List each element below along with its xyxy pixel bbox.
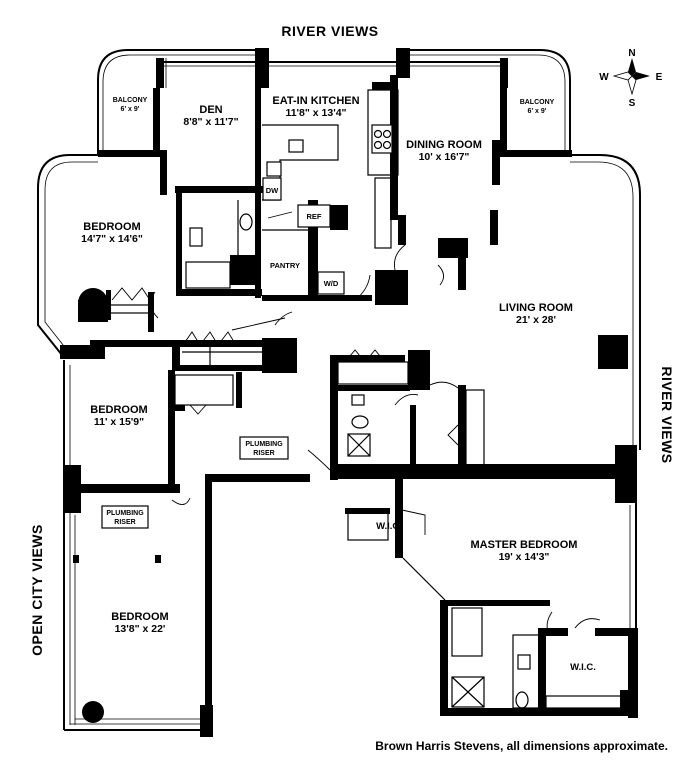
dining-dim: 10' x 16'7": [419, 151, 470, 163]
bedroom-w-name: BEDROOM: [90, 404, 147, 416]
plumbing-riser-1-b: RISER: [114, 519, 135, 526]
footer-credit: Brown Harris Stevens, all dimensions app…: [375, 739, 668, 753]
wic-1-label: W.I.C.: [376, 521, 402, 532]
den-name: DEN: [199, 104, 222, 116]
balcony-right-dim: 6' x 9': [528, 108, 547, 115]
den-dim: 8'8" x 11'7": [183, 116, 238, 128]
dw-label: DW: [266, 186, 279, 195]
wic-2-label: W.I.C.: [570, 662, 596, 673]
view-left-label: OPEN CITY VIEWS: [29, 524, 45, 656]
master-dim: 19' x 14'3": [499, 551, 550, 563]
wd-label: W/D: [324, 279, 339, 288]
pantry-label: PANTRY: [270, 261, 300, 270]
plumbing-riser-2-a: PLUMBING: [245, 441, 283, 448]
balcony-left-dim: 6' x 9': [121, 106, 140, 113]
plumbing-riser-1-a: PLUMBING: [106, 510, 144, 517]
balcony-right-name: BALCONY: [520, 99, 555, 106]
compass-n: N: [628, 48, 635, 59]
bedroom-sw-name: BEDROOM: [111, 611, 168, 623]
master-name: MASTER BEDROOM: [471, 539, 578, 551]
living-dim: 21' x 28': [516, 314, 556, 326]
ref-label: REF: [307, 212, 322, 221]
balcony-left-name: BALCONY: [113, 97, 148, 104]
kitchen-name: EAT-IN KITCHEN: [272, 95, 359, 107]
living-name: LIVING ROOM: [499, 302, 573, 314]
compass-rose-icon: [612, 58, 650, 96]
bedroom-nw-name: BEDROOM: [83, 221, 140, 233]
bedroom-w-dim: 11' x 15'9": [94, 416, 144, 428]
kitchen-dim: 11'8" x 13'4": [285, 107, 346, 119]
bedroom-sw-dim: 13'8" x 22': [115, 623, 166, 635]
view-right-label: RIVER VIEWS: [659, 366, 675, 463]
compass-s: S: [629, 98, 636, 109]
compass-e: E: [656, 72, 663, 83]
view-top-label: RIVER VIEWS: [281, 23, 378, 39]
plumbing-riser-2-b: RISER: [253, 450, 274, 457]
dining-name: DINING ROOM: [406, 139, 482, 151]
bedroom-nw-dim: 14'7" x 14'6": [81, 233, 143, 245]
compass-w: W: [599, 72, 609, 83]
